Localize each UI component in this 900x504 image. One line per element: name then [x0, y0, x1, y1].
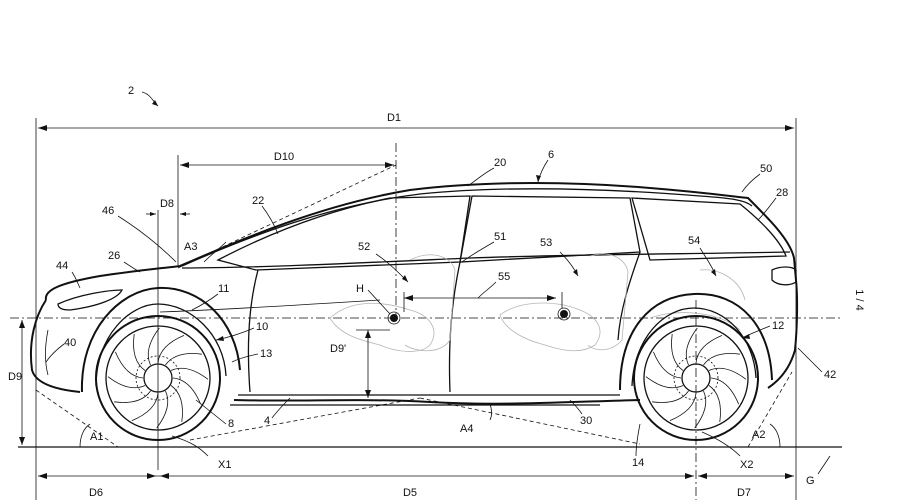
numeral-roof: 20 — [494, 157, 506, 169]
wheel-spoke — [114, 390, 151, 403]
label-a2: A2 — [752, 429, 765, 441]
numeral-hood-front: 46 — [102, 205, 114, 217]
numeral-rear-window: 54 — [688, 235, 700, 247]
label-d9: D9 — [8, 371, 22, 383]
numeral-rear-arch: 12 — [772, 320, 784, 332]
wheel-spoke — [645, 376, 684, 389]
numeral-hood: 26 — [108, 250, 120, 262]
numeral-tailgate: 28 — [776, 187, 788, 199]
numeral-windscreen: 22 — [252, 195, 264, 207]
numeral-sill: 4 — [264, 415, 270, 427]
label-a4: A4 — [460, 423, 473, 435]
wheel-spoke — [157, 335, 185, 364]
wheel-spoke — [170, 367, 209, 380]
numeral-front-bumper: 44 — [56, 260, 68, 272]
numeral-seat-spacing: 55 — [498, 271, 510, 283]
numeral-roof-line: 6 — [548, 149, 554, 161]
car-body — [30, 182, 799, 406]
wheel-spoke — [652, 390, 689, 403]
numeral-front-lower: 40 — [64, 337, 76, 349]
wheel-spoke — [708, 385, 721, 422]
numeral-rear-lower: 14 — [632, 457, 644, 469]
numeral-vehicle: 2 — [128, 85, 134, 97]
numeral-underbody: 30 — [580, 415, 592, 427]
wheel-spoke — [694, 390, 707, 429]
wheel-spoke — [156, 390, 169, 429]
reference-numerals: 2 20 6 22 46 26 44 40 11 10 13 8 4 30 14 — [45, 85, 836, 469]
numeral-spoiler: 50 — [760, 163, 772, 175]
label-d5: D5 — [403, 487, 417, 499]
label-d8: D8 — [160, 198, 174, 210]
wheel-spoke — [703, 353, 740, 366]
wheel-spoke — [165, 353, 202, 366]
seats-ghost — [329, 253, 746, 352]
angle-labels: A1 A2 A3 A4 X1 X2 G — [90, 241, 831, 487]
wheel-spoke — [708, 367, 747, 380]
wheel-spoke — [695, 335, 723, 364]
wheel-spoke — [172, 377, 201, 405]
label-d9-prime: D9' — [330, 343, 346, 355]
wheel-spoke — [133, 334, 146, 371]
dimension-d1: D1 — [35, 112, 797, 500]
wheel-spoke — [710, 377, 739, 405]
wheel-spoke — [115, 351, 144, 379]
label-a3: A3 — [184, 241, 197, 253]
numeral-sill-front: 13 — [260, 348, 272, 360]
dimension-d10: D10 — [177, 143, 397, 316]
dimension-d8: D8 — [146, 198, 190, 470]
sheet-number: 1 / 4 — [853, 289, 865, 310]
label-g: G — [806, 475, 815, 487]
label-x1: X1 — [218, 459, 231, 471]
wheel-spoke — [653, 351, 682, 379]
numeral-front-arch-inner: 10 — [256, 321, 268, 333]
label-a1: A1 — [90, 431, 103, 443]
h-points: H — [356, 283, 571, 325]
numeral-front-hub: 8 — [228, 418, 234, 430]
numeral-rear-seat: 53 — [540, 237, 552, 249]
numeral-front-arch: 11 — [218, 283, 229, 295]
wheel-spoke — [671, 334, 684, 371]
front-wheel — [80, 286, 241, 441]
wheel-spoke — [107, 376, 146, 389]
numeral-b-pillar: 51 — [494, 231, 506, 243]
wheel-spoke — [131, 392, 159, 421]
label-d10: D10 — [274, 151, 294, 163]
wheel-spoke — [669, 392, 697, 421]
wheel-spoke — [685, 327, 698, 366]
rear-wheel — [619, 292, 773, 441]
wheel-spoke — [170, 385, 183, 422]
numeral-front-seat: 52 — [358, 241, 370, 253]
dimension-d9-prime: D9' — [330, 329, 390, 398]
dimension-d9: D9 — [8, 320, 25, 445]
label-x2: X2 — [740, 459, 753, 471]
label-d6: D6 — [89, 487, 103, 499]
numeral-rear-bumper: 42 — [824, 369, 836, 381]
dimension-bottom: D6 D5 D7 — [38, 300, 794, 500]
wheel-spoke — [147, 327, 160, 366]
angle-lines — [35, 241, 793, 448]
label-d7: D7 — [737, 487, 751, 499]
label-d1: D1 — [387, 112, 401, 124]
label-h: H — [356, 283, 364, 295]
